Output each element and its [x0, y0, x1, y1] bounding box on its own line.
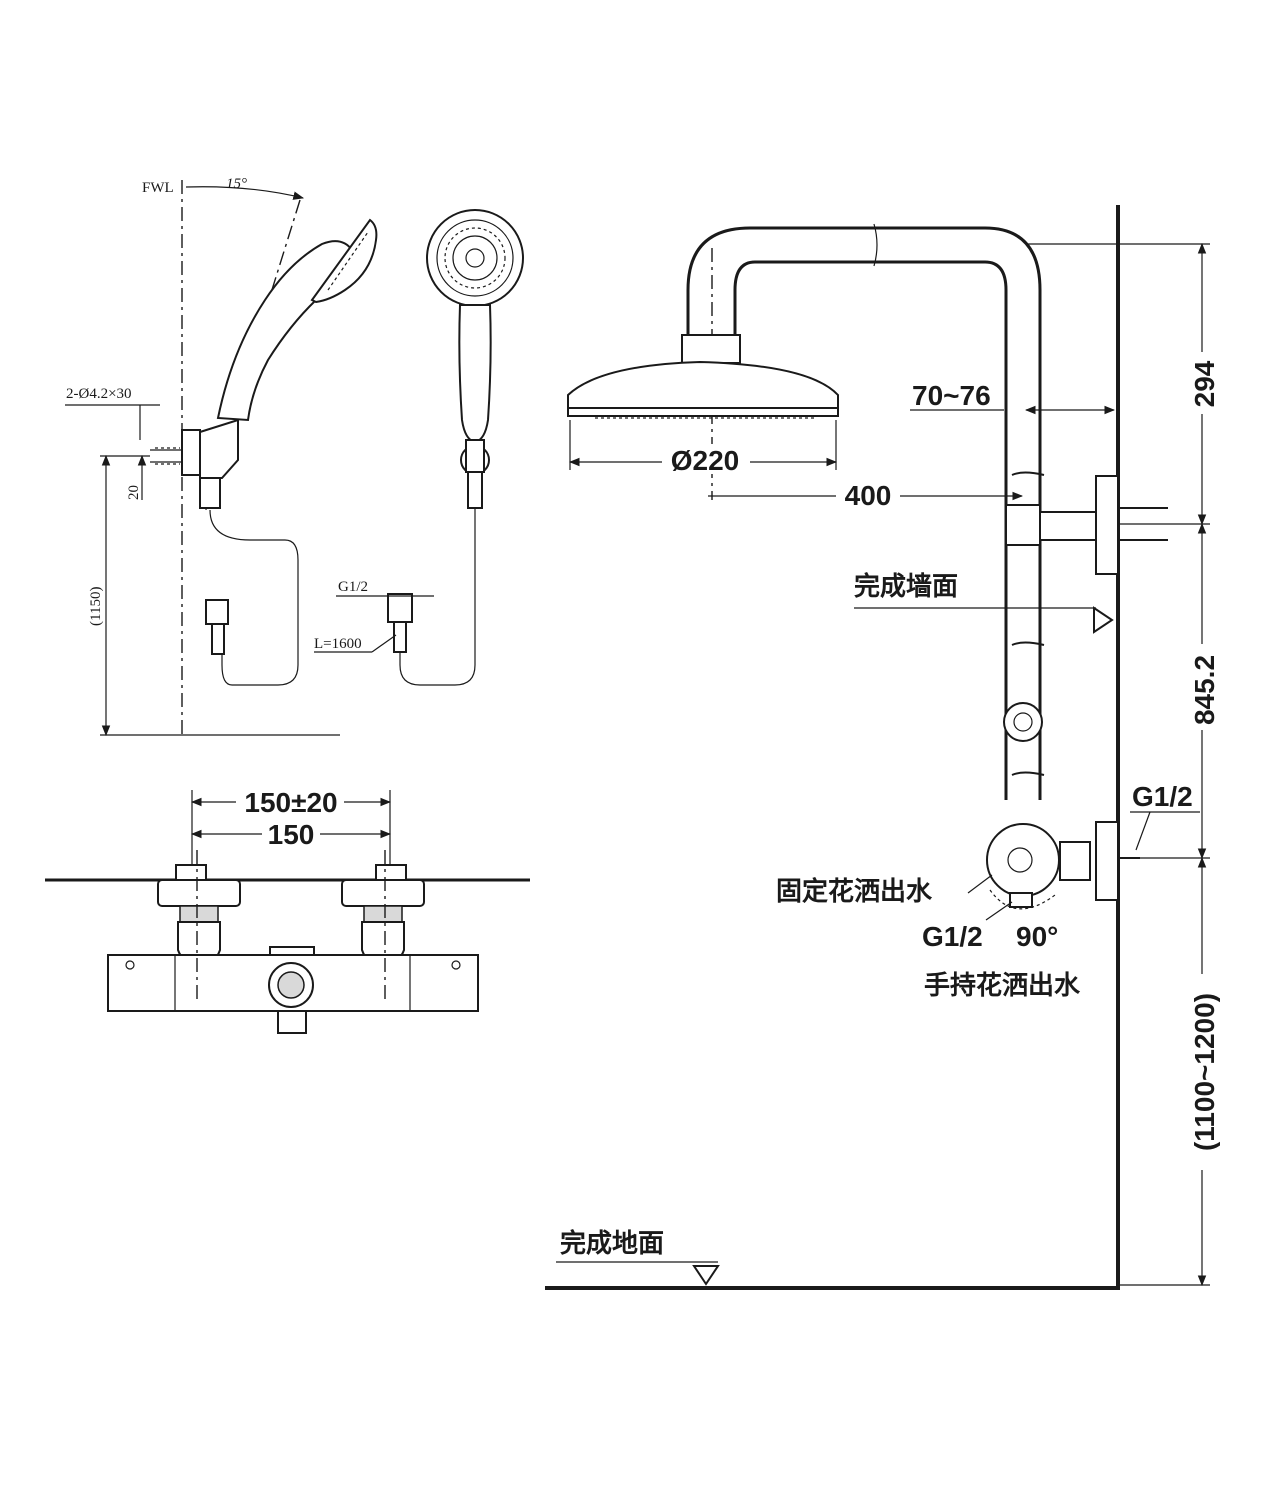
head-diameter-label: Ø220 — [671, 445, 740, 476]
handshower-front-head — [426, 209, 524, 307]
valve-inlet-nut — [1059, 841, 1091, 881]
handshower-front-nozzles — [444, 227, 506, 289]
angle-label: 15° — [226, 176, 247, 192]
mixer-dot-right — [451, 960, 461, 970]
mixer-top-cap — [269, 946, 315, 956]
top-height-label: 294 — [1189, 360, 1220, 407]
fixed-outlet-label: 固定花洒出水 — [776, 876, 933, 907]
finished-wall-marker — [1093, 606, 1114, 634]
wall-offset-label: 70~76 — [912, 380, 991, 411]
outer-spacing-label-bg — [236, 786, 344, 814]
thread-label-left: G1/2 — [338, 579, 368, 595]
mixer-dot-left — [125, 960, 135, 970]
inner-spacing-label: 150 — [268, 819, 315, 850]
valve-body — [986, 823, 1060, 897]
valve-flange — [1095, 821, 1119, 901]
inlet-thread-leader-diag — [1135, 811, 1151, 851]
eccentric-left-top — [175, 864, 207, 881]
valve-center — [1007, 847, 1033, 873]
height-label: (1150) — [88, 587, 104, 626]
fixed-outlet-leader — [967, 874, 993, 894]
column-upper-joint — [1005, 504, 1041, 546]
screw-label: 2-Ø4.2×30 — [66, 386, 132, 402]
hose-side-sleeve — [199, 477, 221, 509]
hose-label: L=1600 — [314, 636, 362, 652]
handshower-front-ring-outer — [436, 219, 514, 297]
rotation-label: 90° — [1016, 921, 1058, 952]
handheld-outlet-port — [1009, 892, 1033, 908]
handshower-front-bracket-body — [465, 439, 485, 473]
inner-spacing-label-bg — [262, 820, 320, 848]
angle-arc — [185, 186, 305, 200]
handshower-front-hose-sleeve — [467, 471, 483, 509]
upper-bracket-flange — [1095, 475, 1119, 575]
top-height-label-bg — [1188, 352, 1218, 414]
outer-spacing-label: 150±20 — [244, 787, 337, 818]
handheld-thread-leader — [985, 901, 1013, 921]
flange-right — [341, 879, 425, 907]
column-clip-2 — [1011, 641, 1045, 646]
bottom-height-label: (1100~1200) — [1189, 993, 1220, 1151]
wall-outlet-thread-front — [393, 621, 407, 653]
middle-height-label-bg — [1188, 644, 1218, 730]
offset-label: 20 — [126, 485, 142, 500]
wall-outlet-side — [205, 599, 229, 625]
finished-floor-marker — [692, 1265, 720, 1286]
arm-length-label: 400 — [845, 480, 892, 511]
middle-height-label: 845.2 — [1189, 655, 1220, 725]
wall-bracket-holder — [199, 418, 239, 479]
eccentric-right-top — [375, 864, 407, 881]
handshower-front-ring-inner — [465, 248, 485, 268]
handshower-view: FWL 15° 2-Ø4.2×30 20 (1150) — [65, 176, 524, 737]
finished-wall-label: 完成墙面 — [854, 571, 958, 602]
hose-side-loop — [209, 509, 299, 686]
fwl-label: FWL — [142, 180, 174, 196]
inlet-thread-label: G1/2 — [1132, 781, 1193, 812]
arm-length-label-bg — [836, 478, 900, 508]
finished-floor-label: 完成地面 — [560, 1228, 664, 1259]
pipe-break-mark — [873, 223, 878, 267]
diameter-label-bg — [662, 444, 750, 474]
handheld-outlet-label: 手持花洒出水 — [924, 971, 1081, 1001]
wall-bracket-base — [181, 429, 201, 476]
handshower-front-ring-mid — [452, 235, 498, 281]
mixer-outlet — [277, 1010, 307, 1034]
handshower-side-head — [310, 218, 378, 304]
handshower-side-handle — [216, 240, 354, 422]
nut-right — [363, 905, 403, 923]
column-clip-1 — [1011, 471, 1045, 476]
pipe-inner — [733, 260, 1008, 800]
hose-leader-diag — [371, 634, 397, 653]
rain-head-plate — [567, 407, 839, 417]
hose-front-loop — [399, 508, 476, 686]
wall-outlet-thread-side — [211, 623, 225, 655]
column-view: Ø220 400 70~76 完成墙面 — [545, 205, 1220, 1290]
diverter-knob — [1003, 702, 1043, 742]
bottom-height-label-bg — [1188, 974, 1218, 1170]
column-clip-3 — [1011, 771, 1045, 776]
rain-head-body — [567, 360, 839, 411]
nut-left — [179, 905, 219, 923]
upper-bracket-arm — [1039, 511, 1099, 541]
handshower-front-handle — [458, 304, 492, 444]
mixer-center-knob-inner — [277, 971, 305, 999]
handheld-thread-label: G1/2 — [922, 921, 983, 952]
valve-rotation-arc — [989, 889, 1056, 910]
diverter-knob-inner — [1013, 712, 1033, 732]
flange-left — [157, 879, 241, 907]
pipe-outer — [686, 226, 1042, 800]
shower-arm-joint — [681, 334, 741, 364]
wall-outlet-front — [387, 593, 413, 623]
mixer-view: 150±20 150 — [45, 786, 530, 1034]
